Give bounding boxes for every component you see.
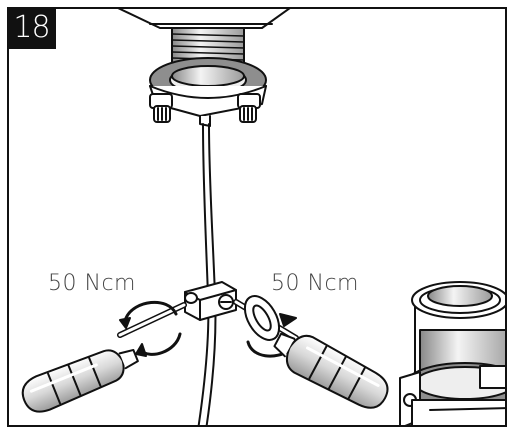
step-number-badge: 18 bbox=[7, 7, 56, 49]
control-cable bbox=[197, 123, 217, 425]
cable-clamp bbox=[184, 281, 237, 321]
torque-label-left: 50 Ncm bbox=[48, 271, 136, 296]
sink-flange-part bbox=[117, 9, 291, 127]
screwdriver-right bbox=[233, 295, 389, 409]
screwdriver-left bbox=[21, 300, 187, 413]
popup-waste-plug bbox=[399, 281, 505, 425]
torque-label-right: 50 Ncm bbox=[271, 271, 359, 296]
